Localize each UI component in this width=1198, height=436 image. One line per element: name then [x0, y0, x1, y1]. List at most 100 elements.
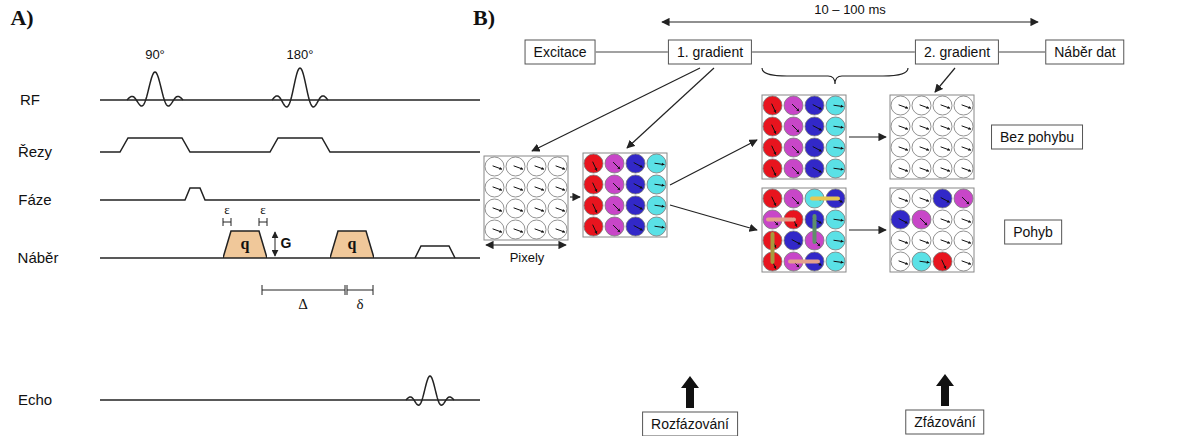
drawing-path: [594, 189, 597, 192]
drawing-circle: [605, 175, 624, 194]
drawing-circle: [891, 117, 910, 136]
drawing-path: [947, 200, 950, 203]
drawing-path: [926, 169, 929, 172]
drawing-circle: [784, 96, 803, 115]
drawing-circle: [826, 159, 845, 178]
timeline-connector: [999, 51, 1045, 52]
drawing-line: [100, 257, 480, 259]
drawing-circle: [933, 252, 952, 271]
drawing-rect: [484, 156, 568, 240]
drawing-circle: [912, 138, 931, 157]
drawing-circle: [605, 196, 624, 215]
drawing-path: [968, 262, 971, 265]
drawing-path: [841, 261, 844, 264]
drawing-path: [926, 148, 929, 151]
drawing-line: [813, 147, 822, 152]
drawing-circle: [647, 196, 666, 215]
diagram-label: A): [10, 6, 33, 30]
drawing-line: [670, 140, 757, 185]
drawing-line: [262, 290, 345, 291]
drawing-circle: [933, 210, 952, 229]
drawing-path: [841, 147, 844, 150]
drawing-line: [813, 126, 822, 131]
drawing-path: [617, 187, 620, 190]
drawing-path: [926, 127, 929, 130]
drawing-line: [849, 229, 886, 230]
drawing-line: [259, 218, 260, 226]
drawing-path: [841, 126, 844, 129]
drawing-path: [662, 205, 665, 208]
drawing-path: [562, 167, 565, 170]
drawing-line: [593, 183, 597, 192]
node-text: Bez pohybu: [1000, 129, 1074, 146]
drawing-line: [532, 68, 700, 151]
drawing-line: [920, 218, 927, 225]
drawing-line: [941, 147, 950, 150]
drawing-path: [541, 188, 544, 191]
drawing-line: [634, 205, 643, 210]
drawing-path: [773, 203, 776, 206]
drawing-path: [640, 186, 643, 189]
drawing-path: [775, 222, 778, 225]
drawing-circle: [826, 252, 845, 271]
drawing-circle: [933, 159, 952, 178]
drawing-path: [415, 246, 455, 258]
step-box: Excitace: [525, 40, 596, 65]
drawing-line: [345, 285, 346, 295]
drawing-line: [899, 240, 908, 243]
drawing-circle: [784, 231, 803, 250]
rf-pulse: [406, 376, 454, 405]
drawing-path: [905, 127, 908, 130]
drawing-path: [796, 108, 799, 111]
drawing-circle: [891, 159, 910, 178]
drawing-path: [594, 231, 597, 234]
drawing-circle: [763, 117, 782, 136]
drawing-path: [947, 148, 950, 151]
diagram-label: G: [281, 236, 292, 251]
drawing-line: [772, 167, 776, 176]
node-text: Náběr dat: [1054, 44, 1115, 61]
drawing-circle: [763, 189, 782, 208]
drawing-path: [796, 129, 799, 132]
drawing-line: [962, 168, 971, 171]
drawing-line: [935, 68, 955, 92]
drawing-path: [662, 184, 665, 187]
drawing-path: [968, 241, 971, 244]
drawing-circle: [763, 96, 782, 115]
drawing-path: [905, 241, 908, 244]
drawing-path: [562, 188, 565, 191]
drawing-line: [593, 204, 597, 213]
drawing-circle: [548, 157, 567, 176]
drawing-path: [773, 266, 776, 269]
drawing-circle: [805, 138, 824, 157]
drawing-line: [813, 105, 822, 110]
drawing-line: [792, 197, 799, 204]
drawing-line: [899, 105, 908, 108]
trapezoid-outline: [223, 231, 267, 258]
drawing-path: [926, 199, 929, 202]
drawing-circle: [485, 199, 504, 218]
drawing-line: [275, 232, 276, 256]
motion-arrow: [812, 197, 838, 201]
drawing-line: [223, 218, 224, 226]
diagram-label: ε: [260, 203, 265, 217]
drawing-path: [499, 209, 502, 212]
drawing-path: [819, 170, 822, 173]
drawing-path: [841, 105, 844, 108]
drawing-line: [792, 240, 801, 245]
drawing-circle: [805, 96, 824, 115]
drawing-line: [899, 261, 908, 264]
drawing-line: [634, 163, 643, 168]
drawing-circle: [584, 154, 603, 173]
timeline-connector: [595, 51, 667, 52]
drawing-line: [899, 168, 908, 171]
drawing-line: [556, 208, 565, 211]
diagram-label: Fáze: [18, 192, 51, 209]
drawing-line: [514, 187, 523, 190]
drawing-path: [594, 168, 597, 171]
drawing-line: [556, 187, 565, 190]
drawing-line: [962, 147, 971, 150]
generated-strokes: [127, 68, 974, 405]
